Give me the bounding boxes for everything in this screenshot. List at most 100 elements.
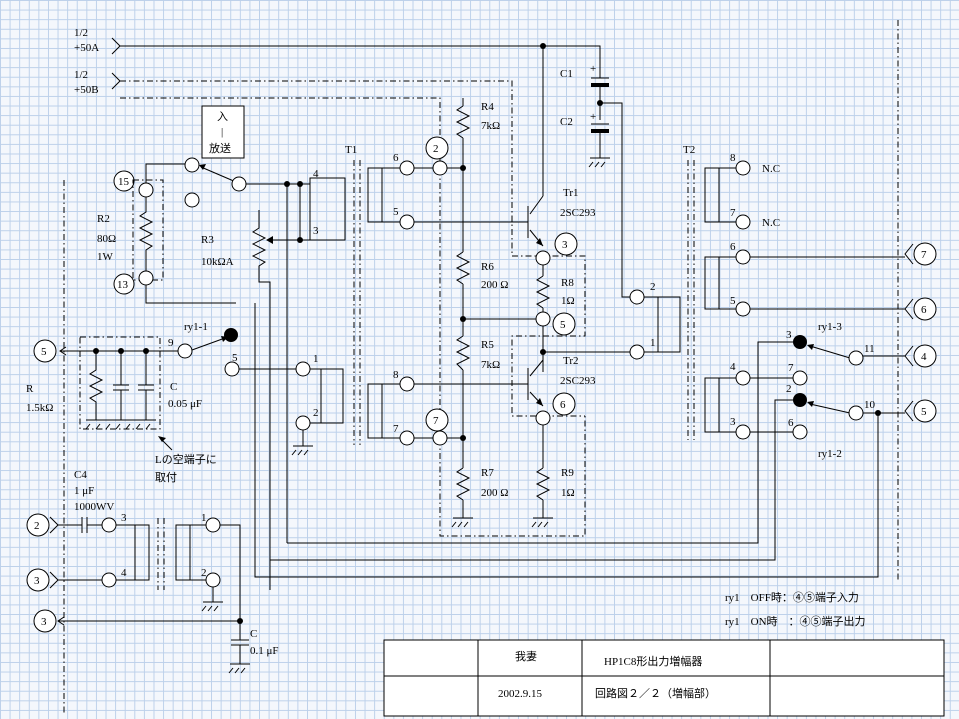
terminal-arrow — [904, 345, 914, 367]
out-terminal-4-label: 4 — [921, 351, 927, 363]
r7-resistor — [455, 467, 471, 501]
node — [432, 160, 448, 176]
r2-value: 80Ω — [97, 233, 116, 245]
r2-bottom-terminal — [138, 270, 154, 286]
node — [535, 311, 551, 327]
title-author: 我妻 — [515, 650, 537, 663]
t2-terminal — [735, 249, 751, 265]
to-terminal — [205, 517, 221, 533]
ry1-1-contact — [224, 328, 238, 342]
rc-box — [79, 336, 161, 430]
terminal-3 — [554, 232, 578, 256]
t1in-terminal — [295, 361, 311, 377]
c1-plate-neg — [591, 83, 609, 87]
r-label: R — [26, 383, 34, 395]
sw-pin-box — [309, 177, 346, 241]
ry1-3-pin-7: 7 — [788, 362, 794, 374]
r2-bottom-wire — [145, 285, 236, 304]
t1in-terminal — [295, 415, 311, 431]
t1in-pin-2: 2 — [313, 407, 319, 419]
r4-value: 7kΩ — [481, 120, 500, 132]
tr1-label: Tr1 — [563, 187, 579, 199]
t2-pin-7: 7 — [730, 207, 736, 219]
title-sub: 回路図２／２（増幅部） — [595, 686, 716, 700]
t1-winding-bottom — [367, 383, 383, 439]
r2-resistor — [138, 197, 154, 271]
r8-value: 1Ω — [561, 295, 575, 307]
out-terminal-4 — [913, 344, 937, 368]
title-block — [383, 639, 945, 717]
ground-symbol — [228, 663, 250, 674]
ry1-2-arrow — [807, 401, 814, 407]
nc-label-1: N.C — [762, 163, 780, 175]
node — [629, 344, 645, 360]
switch-box — [201, 105, 245, 159]
ry1-2-arm — [809, 403, 851, 414]
terminal-arrow — [49, 516, 59, 534]
junction-dot — [460, 435, 466, 441]
ry1-2-nc-contact — [792, 424, 808, 440]
c4-value: 1 μF — [74, 485, 94, 497]
t2-pin-2: 2 — [650, 281, 656, 293]
t3-terminal — [101, 517, 117, 533]
terminal-arrow — [49, 571, 59, 589]
terminal-15-label: 15 — [118, 176, 130, 188]
c1-plus: + — [590, 63, 596, 75]
c4-rating: 1000WV — [74, 501, 114, 513]
r3-wiper-arrow — [266, 236, 273, 244]
ti-pin-4: 4 — [121, 567, 127, 579]
c4-label: C4 — [74, 469, 87, 481]
tr2-label: Tr2 — [563, 355, 579, 367]
out-terminal-3 — [33, 609, 57, 633]
t3-terminal — [101, 572, 117, 588]
node — [432, 430, 448, 446]
supply-b-label-top: 1/2 — [74, 69, 88, 81]
tr2-collector — [529, 359, 544, 377]
r6-label: R6 — [481, 261, 494, 273]
ground-symbol — [451, 517, 473, 528]
r5-label: R5 — [481, 339, 494, 351]
tr1-type: 2SC293 — [560, 207, 596, 219]
to-terminal — [205, 572, 221, 588]
t2-sec-1 — [704, 167, 720, 223]
t2-pin-3: 3 — [730, 416, 736, 428]
ry1-1-nc-contact — [224, 361, 240, 377]
switch-arm — [200, 166, 237, 183]
out5-return-wire — [254, 303, 879, 578]
r9-resistor — [535, 467, 551, 501]
node — [535, 250, 551, 266]
r3-label: R3 — [201, 234, 214, 246]
t1-terminal — [399, 214, 415, 230]
t1-terminal — [399, 430, 415, 446]
t1-input-winding — [320, 368, 344, 424]
ry1-1-common — [177, 343, 193, 359]
nc-label-2: N.C — [762, 217, 780, 229]
supply-a-arrow — [111, 37, 121, 55]
c2-plus: + — [590, 111, 596, 123]
transistor-box-dashed — [511, 255, 586, 417]
c2-plate-neg — [591, 129, 609, 133]
out-terminal-5 — [913, 399, 937, 423]
tr1-emitter-arrow — [536, 238, 543, 246]
junction-dot — [540, 43, 546, 49]
ry1-3-arm — [809, 345, 851, 359]
ground-symbol — [85, 419, 156, 430]
supply-b-wire — [120, 80, 513, 256]
cout-label: C — [250, 628, 257, 640]
r5-resistor — [455, 335, 471, 371]
ground-symbol — [201, 601, 223, 612]
terminal-2-label: 2 — [433, 143, 439, 155]
node — [629, 289, 645, 305]
t1-winding-top — [367, 167, 383, 223]
sw-pin-4: 4 — [313, 168, 319, 180]
t1-pin-5: 5 — [393, 206, 399, 218]
note-arrow-head — [158, 436, 166, 442]
ry1-3-nc-contact — [792, 370, 808, 386]
terminal-6 — [552, 392, 576, 416]
c2-label: C2 — [560, 116, 573, 128]
tr2-type: 2SC293 — [560, 375, 596, 387]
r2-switch-wire — [145, 163, 189, 183]
ground-symbol — [531, 517, 553, 528]
t2-terminal — [735, 424, 751, 440]
switch-arrow — [199, 164, 206, 170]
